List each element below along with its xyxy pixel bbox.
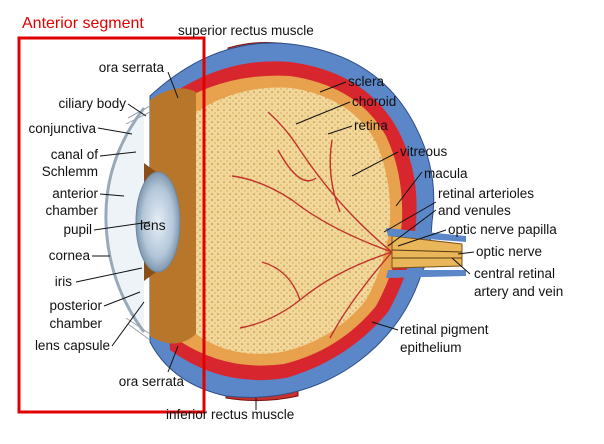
label-retinal-arterioles: retinal arterioles <box>438 186 534 201</box>
label-lens-capsule: lens capsule <box>35 338 110 353</box>
label-macula: macula <box>424 166 468 181</box>
label-cornea: cornea <box>49 248 91 263</box>
retinal-vessels <box>231 111 393 339</box>
optic-nerve-sheath <box>386 228 466 278</box>
label-ciliary-body: ciliary body <box>58 96 126 111</box>
label-retina: retina <box>354 118 388 133</box>
label-superior-rectus: superior rectus muscle <box>178 23 314 38</box>
label-central-retinal: central retinal <box>474 266 555 281</box>
label-conjunctiva: conjunctiva <box>28 121 96 136</box>
label-anterior: anterior <box>52 186 98 201</box>
central-retinal-vessels <box>391 249 463 259</box>
title: Anterior segment <box>22 15 144 32</box>
label-epithelium: epithelium <box>400 340 462 355</box>
label-retinal-pigment: retinal pigment <box>400 322 489 337</box>
anterior-segment-box <box>17 36 206 414</box>
label-inferior-rectus: inferior rectus muscle <box>166 407 294 422</box>
optic-nerve <box>391 235 463 269</box>
label-canal-of: canal of <box>51 147 99 162</box>
cornea <box>104 107 146 333</box>
label-iris: iris <box>55 274 72 289</box>
label-posterior: posterior <box>49 298 102 313</box>
label-lens: lens <box>140 217 166 233</box>
label-schlemm: Schlemm <box>42 164 98 179</box>
label-sclera: sclera <box>348 74 385 89</box>
label-optic-nerve: optic nerve <box>476 244 542 259</box>
label-vitreous: vitreous <box>400 144 448 159</box>
label-anterior-chamber: chamber <box>45 203 98 218</box>
label-artery-and-vein: artery and vein <box>474 284 563 299</box>
label-ora-serrata-bottom: ora serrata <box>119 374 185 389</box>
label-pupil: pupil <box>63 222 92 237</box>
conjunctiva-fibres <box>125 105 151 341</box>
label-optic-nerve-papilla: optic nerve papilla <box>448 222 557 237</box>
label-posterior-chamber: chamber <box>49 316 102 331</box>
label-and-venules: and venules <box>438 203 511 218</box>
lens <box>135 171 181 273</box>
label-choroid: choroid <box>352 94 396 109</box>
label-ora-serrata-top: ora serrata <box>99 60 165 75</box>
vitreous-body <box>196 87 391 354</box>
leader-lines <box>75 71 475 410</box>
